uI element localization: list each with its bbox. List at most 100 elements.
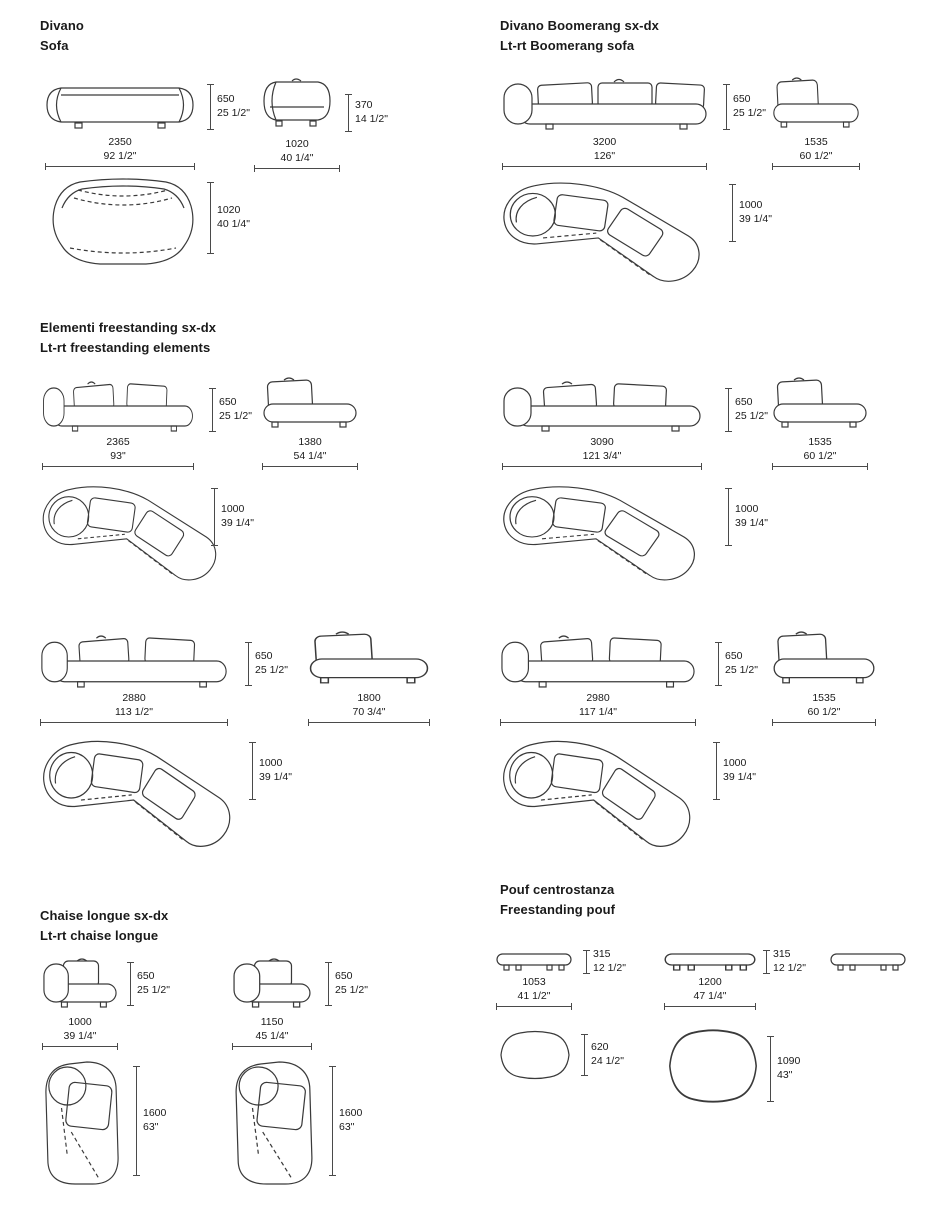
element0-front-view-drawing <box>42 380 194 432</box>
dim-in: 45 1/4" <box>255 1029 289 1042</box>
title-italian: Divano <box>40 18 84 33</box>
divano-front-view-drawing <box>45 84 195 132</box>
dimension-line <box>581 1034 588 1076</box>
chaise1-top-view-drawing <box>232 1060 316 1186</box>
dim-mm: 1535 <box>808 436 832 448</box>
dim-mm: 1000 <box>739 199 763 212</box>
title-italian: Pouf centrostanza <box>500 882 615 897</box>
title-english: Lt-rt Boomerang sofa <box>500 38 635 54</box>
dim-mm: 1535 <box>804 136 828 148</box>
chaise0-top-view-drawing <box>42 1060 122 1186</box>
dim-mm: 315 <box>773 948 791 961</box>
dimension-line <box>345 94 352 132</box>
element3-top-view-drawing <box>498 736 703 860</box>
dim-mm: 650 <box>137 970 155 983</box>
dim-in: 25 1/2" <box>255 664 288 676</box>
dim-mm: 620 <box>591 1041 609 1054</box>
divano-top-view-drawing <box>48 176 198 266</box>
element3-side-view-drawing <box>772 630 876 688</box>
dim-mm: 650 <box>219 396 237 409</box>
dim-in: 54 1/4" <box>293 449 327 462</box>
dim-in: 43" <box>777 1069 793 1081</box>
dim-in: 25 1/2" <box>217 107 250 119</box>
dimension-line <box>715 642 722 686</box>
dim-in: 25 1/2" <box>733 107 766 119</box>
dim-in: 39 1/4" <box>739 213 772 225</box>
dim-mm: 2880 <box>122 692 146 704</box>
dimension-line <box>767 1036 774 1102</box>
pouf1-top-view-drawing <box>666 1028 760 1104</box>
dim-in: 41 1/2" <box>517 989 551 1002</box>
dimension-line <box>262 463 358 471</box>
divano-side-view-drawing <box>262 76 332 134</box>
element1-top-view-drawing <box>498 482 708 592</box>
dim-mm: 3090 <box>590 436 614 448</box>
dimension-line <box>133 1066 140 1176</box>
dim-in: 60 1/2" <box>807 705 841 718</box>
section-title-elementi: Elementi freestanding sx-dx Lt-rt freest… <box>40 318 216 358</box>
dimension-line <box>500 719 696 727</box>
dimension-line <box>329 1066 336 1176</box>
dimension-line <box>772 463 868 471</box>
dim-in: 39 1/4" <box>221 517 254 529</box>
dim-in: 92 1/2" <box>103 149 137 162</box>
dimension-line <box>308 719 430 727</box>
dim-in: 40 1/4" <box>217 218 250 230</box>
dim-mm: 1020 <box>217 204 241 217</box>
dim-mm: 1600 <box>143 1107 167 1120</box>
dim-in: 24 1/2" <box>591 1055 624 1067</box>
dim-mm: 1150 <box>260 1016 284 1028</box>
dim-mm: 1000 <box>735 503 759 516</box>
chaise0-front-view-drawing <box>42 956 118 1010</box>
dim-mm: 1000 <box>68 1016 92 1028</box>
dimension-line <box>583 950 590 974</box>
dimension-line <box>713 742 720 800</box>
boomerang-top-view-drawing <box>498 178 713 294</box>
boomerang-front-view-drawing <box>502 78 707 132</box>
pouf-side-view-drawing <box>830 952 906 972</box>
boomerang-side-view-drawing <box>772 76 860 132</box>
dim-in: 63" <box>143 1121 159 1133</box>
